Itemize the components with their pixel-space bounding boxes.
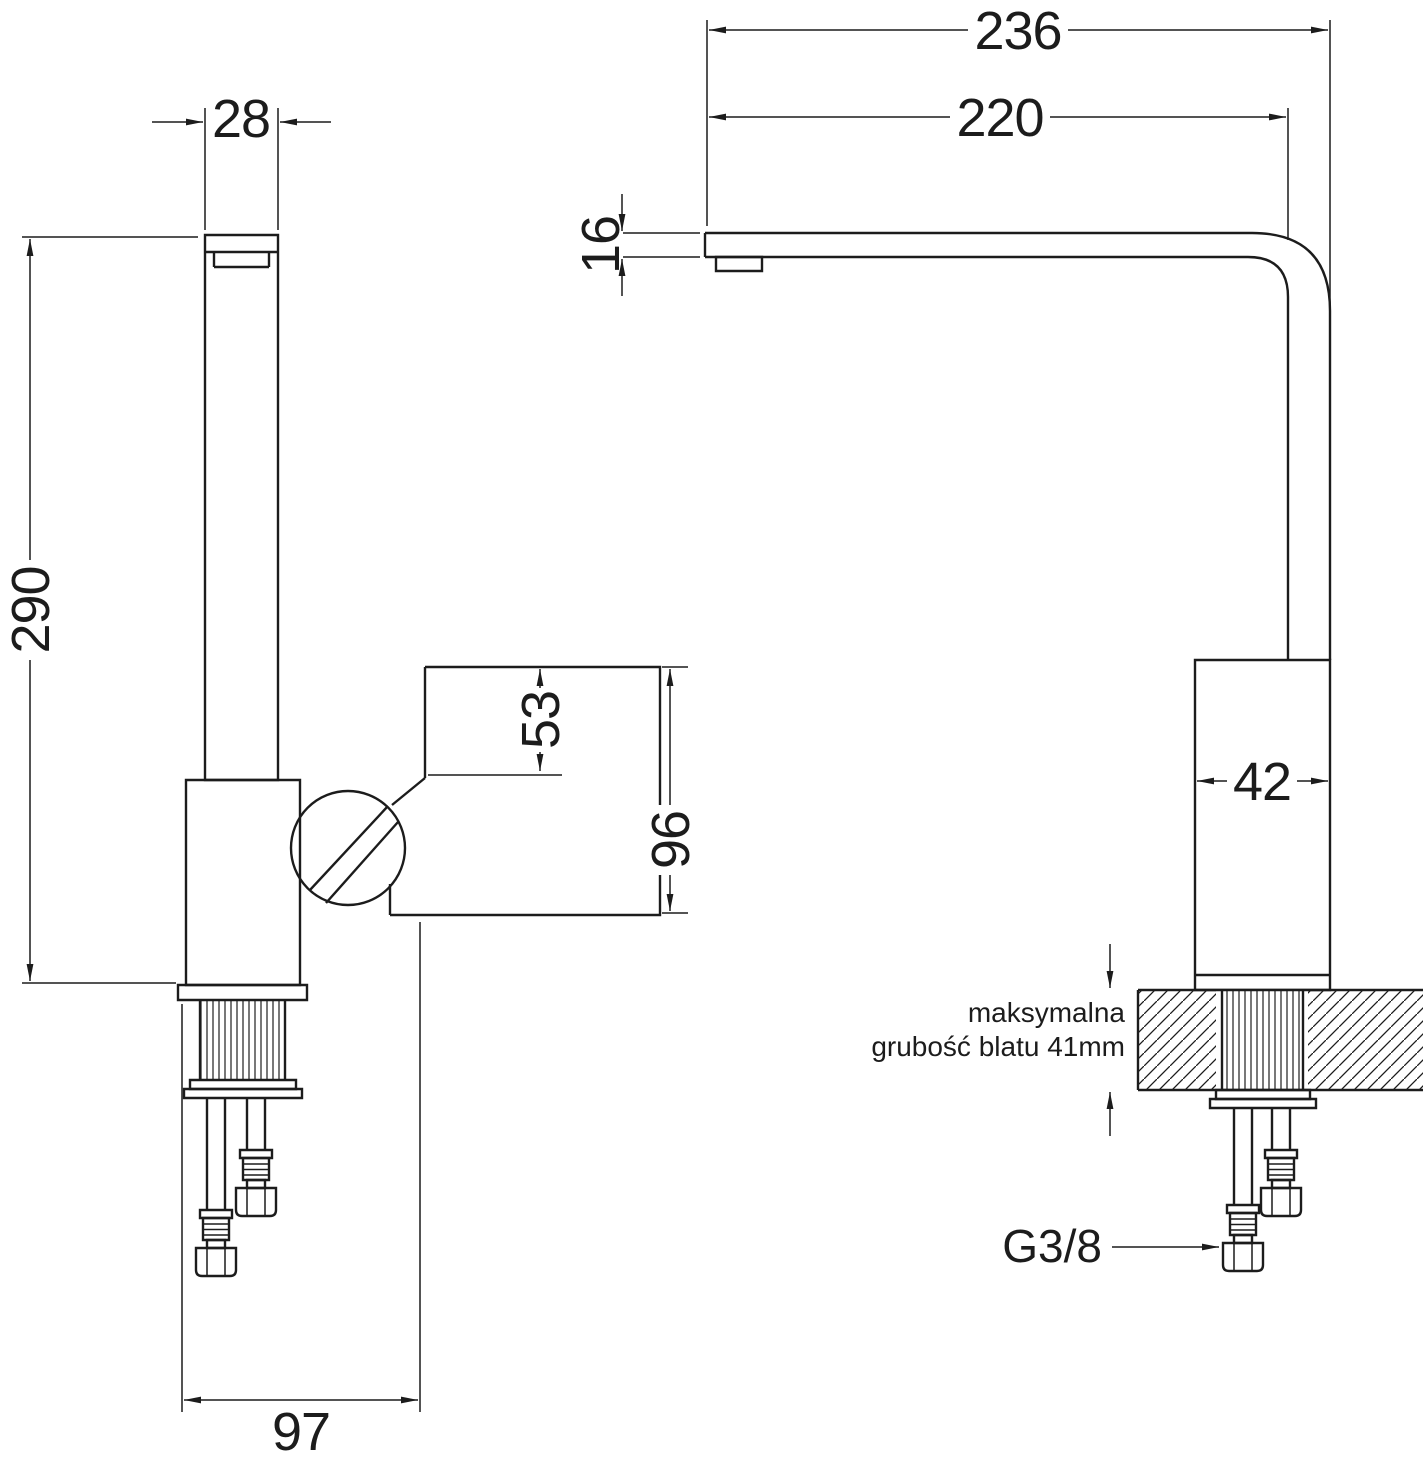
dim-label-handle-offset: 53 bbox=[511, 691, 571, 749]
front-view-dimensions: 236 220 16 42 maksymaln bbox=[571, 1, 1331, 1272]
side-view-dimensions: 28 290 53 96 bbox=[1, 89, 701, 1459]
countertop bbox=[1136, 988, 1423, 1092]
mounting-nut-front bbox=[1208, 1088, 1318, 1110]
threaded-shank bbox=[198, 1000, 287, 1080]
dim-label-spout-reach: 220 bbox=[956, 88, 1043, 148]
dim-label-spout-thickness: 16 bbox=[571, 216, 631, 274]
dim-label-body-width: 42 bbox=[1233, 752, 1291, 812]
dim-spout-reach: 220 bbox=[709, 88, 1289, 240]
dim-spout-thickness: 16 bbox=[571, 194, 700, 296]
aerator bbox=[714, 255, 764, 273]
dim-label-total-height: 290 bbox=[1, 566, 61, 653]
counter-thickness-note: maksymalna grubość blatu 41mm bbox=[871, 944, 1125, 1136]
dim-label-base-depth: 97 bbox=[272, 1402, 330, 1459]
dim-handle-offset: 53 bbox=[428, 669, 571, 776]
dim-label-handle-height: 96 bbox=[641, 811, 701, 869]
lever-handle bbox=[289, 665, 662, 917]
mounting-flange bbox=[176, 983, 309, 1002]
dim-spout-width: 28 bbox=[152, 89, 331, 230]
supply-hoses-front bbox=[1221, 1108, 1303, 1273]
counter-note-line2: grubość blatu 41mm bbox=[871, 1031, 1125, 1062]
dim-total-reach: 236 bbox=[706, 1, 1331, 305]
handle-pivot bbox=[289, 789, 407, 907]
dim-label-spout-width: 28 bbox=[212, 89, 270, 149]
dim-handle-height: 96 bbox=[641, 666, 701, 914]
mounting-nut bbox=[182, 1078, 304, 1100]
dim-label-total-reach: 236 bbox=[974, 1, 1061, 61]
counter-note-line1: maksymalna bbox=[968, 997, 1126, 1028]
supply-hoses bbox=[194, 1098, 278, 1278]
side-view bbox=[176, 233, 662, 1278]
thread-size-callout: G3/8 bbox=[1002, 1220, 1219, 1272]
dim-body-width: 42 bbox=[1197, 752, 1328, 812]
threaded-shank-front bbox=[1222, 990, 1303, 1090]
dim-base-depth: 97 bbox=[181, 922, 421, 1459]
dim-total-height: 290 bbox=[1, 236, 198, 984]
thread-size-label: G3/8 bbox=[1002, 1220, 1102, 1272]
